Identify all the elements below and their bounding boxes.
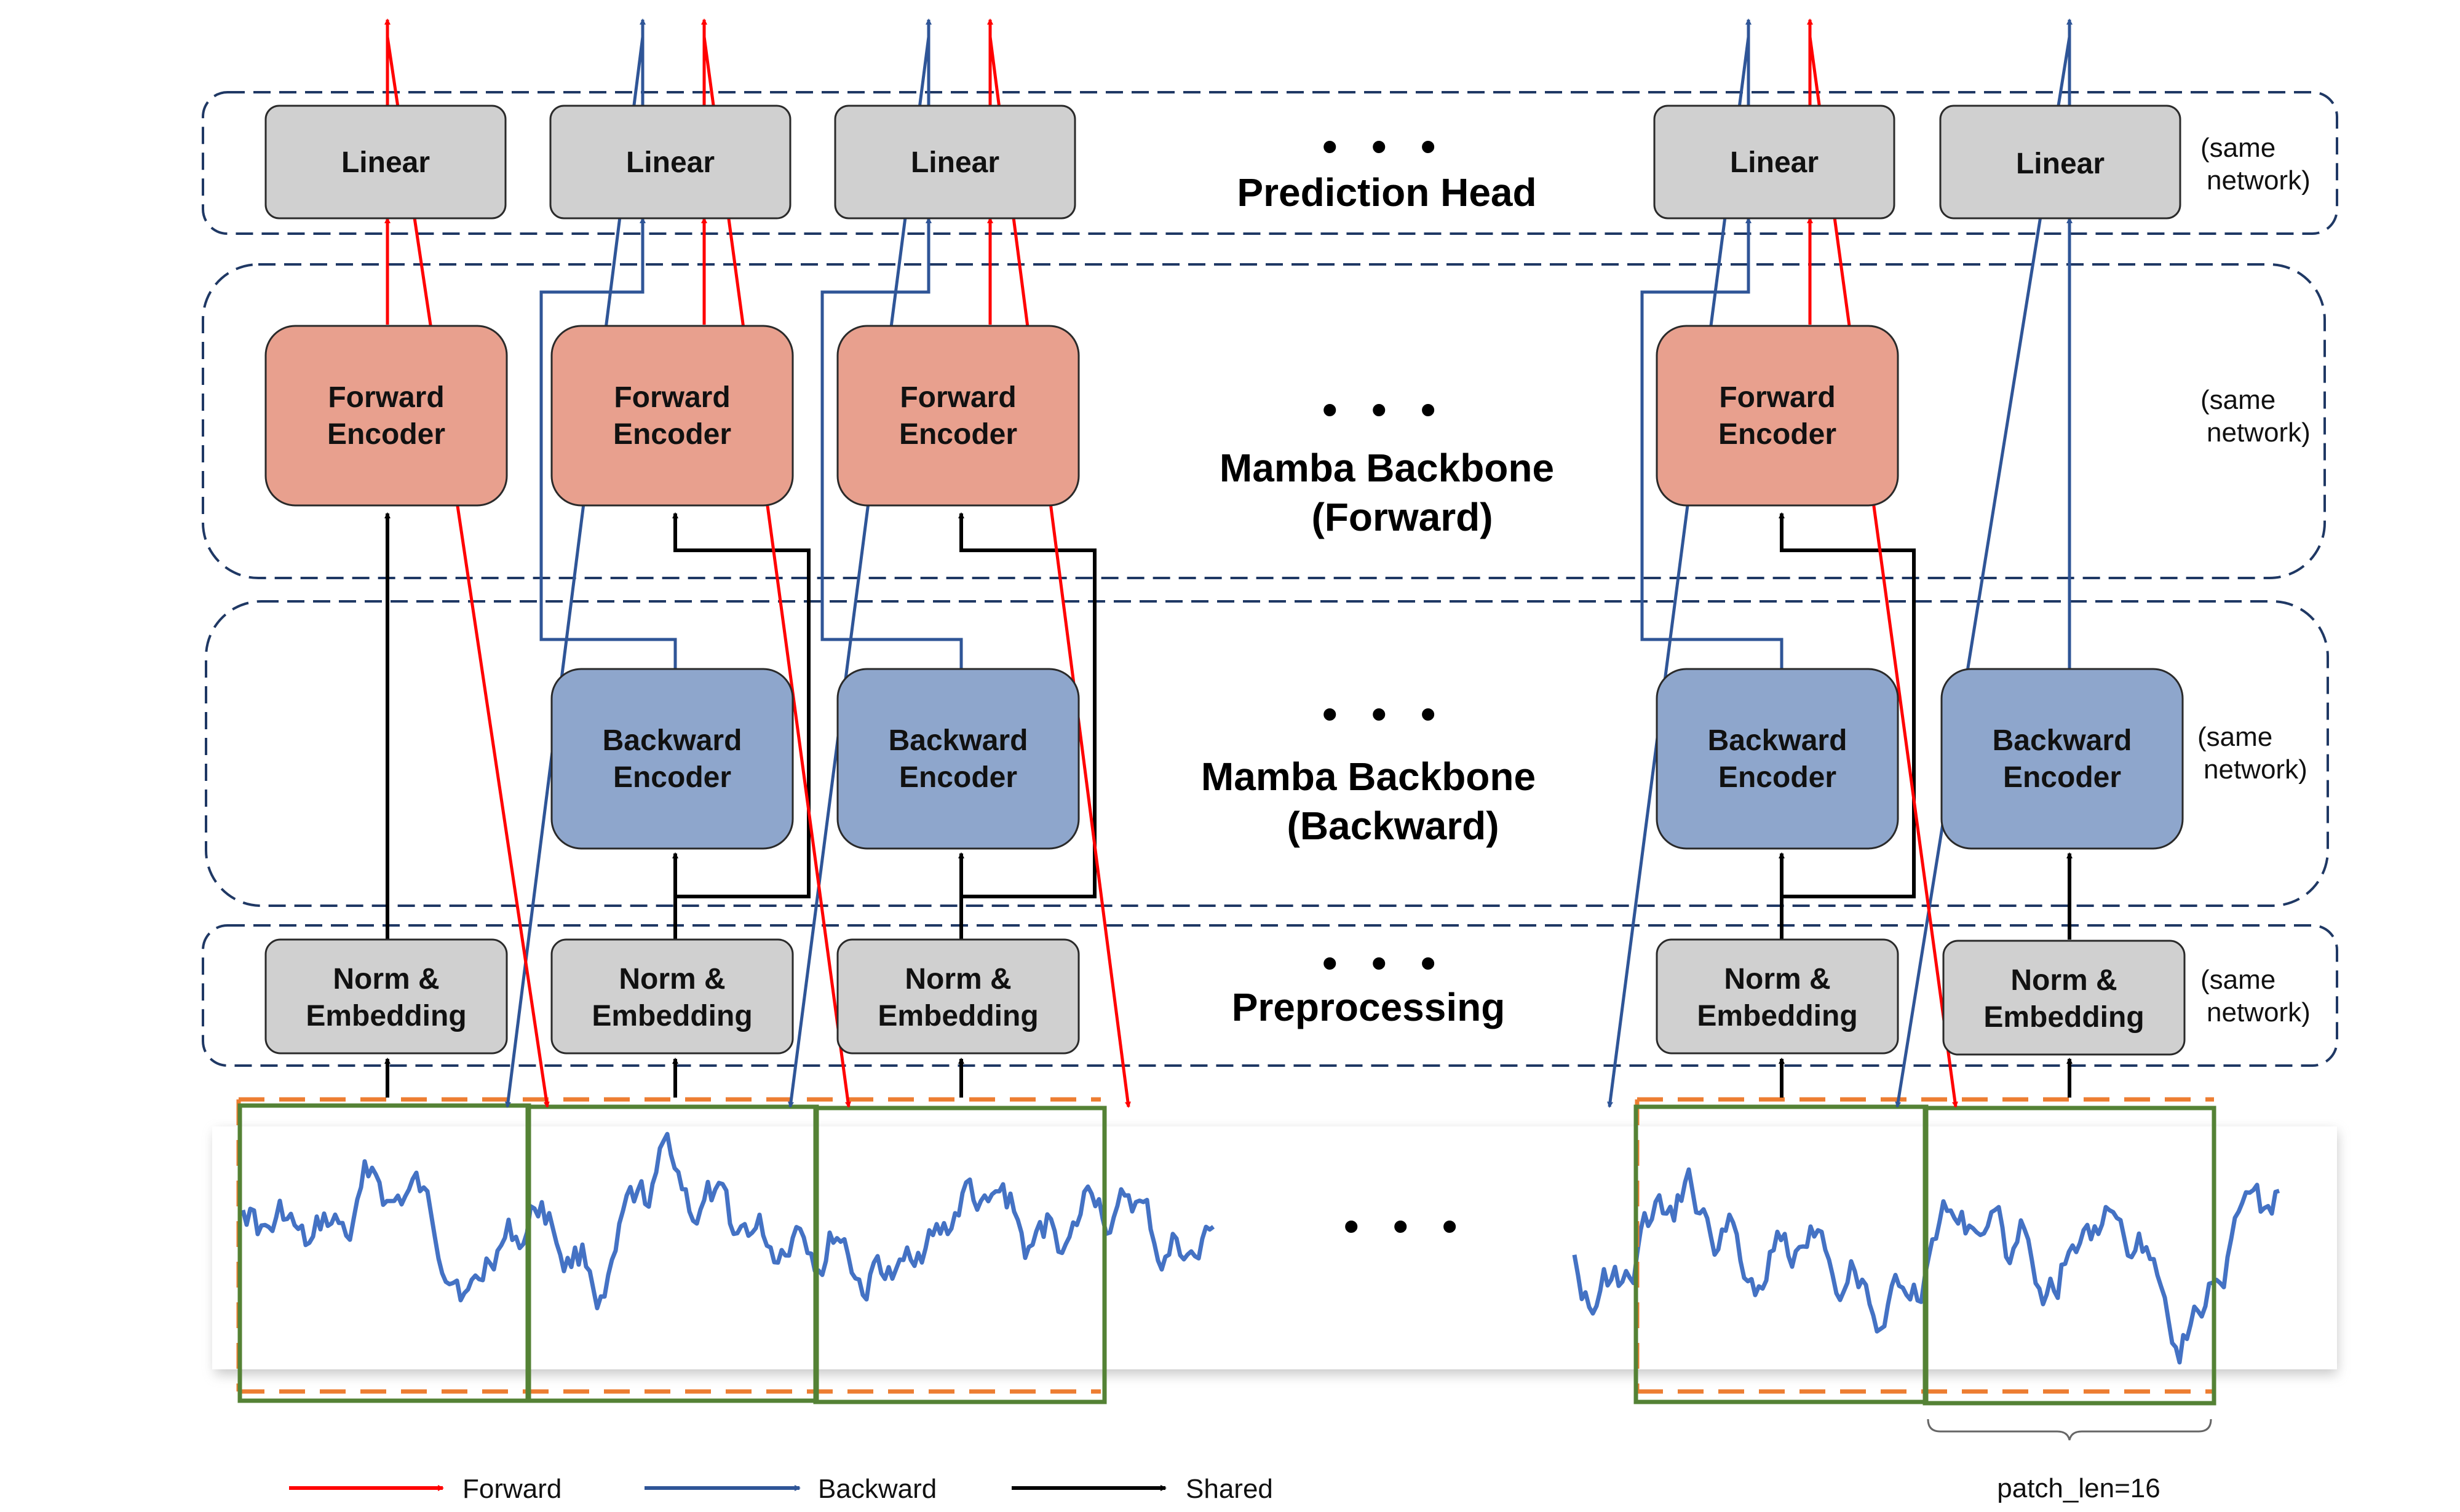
norm-embedding-label-5a: Norm & <box>2010 964 2117 997</box>
backbone-forward-label-2: (Forward) <box>1311 495 1493 539</box>
legend-shared-label: Shared <box>1186 1474 1273 1504</box>
linear-label-5: Linear <box>2016 148 2105 180</box>
series-panel <box>212 1126 2337 1369</box>
mamba-backward-section <box>205 600 2329 907</box>
prediction-head-section <box>202 91 2338 235</box>
backbone-backward-label-1: Mamba Backbone <box>1201 754 1536 799</box>
norm-embedding-blocks: Norm & Embedding Norm & Embedding Norm &… <box>264 938 2186 1056</box>
backward-encoder-3 <box>1656 668 1899 850</box>
same-network-note-backward-2: network) <box>2204 754 2307 785</box>
time-series-left <box>240 1131 1215 1310</box>
legend-forward-label: Forward <box>462 1474 561 1504</box>
backward-encoder-4 <box>1940 668 2184 850</box>
same-network-note-preprocessing-2: network) <box>2207 997 2311 1027</box>
mamba-forward-section <box>202 263 2326 579</box>
forward-encoder-4 <box>1656 325 1899 507</box>
backward-encoder-label-3a: Backward <box>1708 724 1847 757</box>
prediction-head-label: Prediction Head <box>1237 170 1536 215</box>
norm-embedding-4 <box>1656 938 1899 1055</box>
ellipsis-preprocessing: • • • <box>1322 939 1446 987</box>
norm-embedding-label-1a: Norm & <box>333 963 439 995</box>
patch-length-brace <box>1927 1419 2212 1441</box>
backward-encoder-1 <box>550 668 794 850</box>
backward-encoder-2 <box>836 668 1080 850</box>
same-network-note-backward-1: (same <box>2197 722 2272 752</box>
preprocessing-section <box>202 924 2338 1067</box>
backward-encoder-label-2b: Encoder <box>899 761 1017 794</box>
forward-encoder-1 <box>264 325 508 507</box>
norm-embedding-3 <box>836 938 1080 1055</box>
norm-embedding-label-3a: Norm & <box>905 963 1011 995</box>
norm-embedding-2 <box>550 938 794 1055</box>
linear-label-4: Linear <box>1730 146 1819 179</box>
linear-label-3: Linear <box>911 146 999 179</box>
backward-encoder-label-4b: Encoder <box>2003 761 2121 794</box>
backward-encoder-label-2a: Backward <box>889 724 1028 757</box>
forward-encoder-label-4b: Encoder <box>1718 418 1836 451</box>
patch-boxes <box>237 1103 2216 1406</box>
linear-block-4 <box>1653 105 1895 220</box>
same-network-note-forward-2: network) <box>2207 418 2311 448</box>
forward-encoder-2 <box>550 325 794 507</box>
norm-embedding-label-3b: Embedding <box>878 1000 1038 1032</box>
forward-encoder-label-2a: Forward <box>614 381 730 414</box>
linear-block-1 <box>264 105 507 220</box>
same-network-note-head-1: (same <box>2200 133 2276 163</box>
shared-arrows <box>384 512 2073 1098</box>
forward-encoder-blocks: Forward Encoder Forward Encoder Forward … <box>264 325 1899 507</box>
forward-encoder-label-4a: Forward <box>1719 381 1835 414</box>
norm-embedding-1 <box>264 938 508 1055</box>
norm-embedding-label-2a: Norm & <box>619 963 725 995</box>
norm-embedding-5 <box>1942 940 2186 1056</box>
same-network-note-head-2: network) <box>2207 165 2311 196</box>
linear-blocks: Linear Linear Linear Linear Linear <box>264 105 2181 220</box>
patch-box-3 <box>813 1106 1107 1404</box>
ellipsis-backward: • • • <box>1322 690 1446 738</box>
legend-backward-label: Backward <box>818 1474 937 1504</box>
linear-label-1: Linear <box>341 146 430 179</box>
norm-embedding-label-1b: Embedding <box>306 1000 466 1032</box>
patch-box-5 <box>1922 1106 2216 1406</box>
linear-block-5 <box>1939 105 2181 220</box>
linear-label-2: Linear <box>626 146 715 179</box>
forward-encoder-label-2b: Encoder <box>613 418 731 451</box>
backward-encoder-label-3b: Encoder <box>1718 761 1836 794</box>
ellipsis-head: • • • <box>1322 122 1446 170</box>
same-network-note-forward-1: (same <box>2200 385 2276 415</box>
norm-embedding-label-2b: Embedding <box>592 1000 752 1032</box>
linear-block-3 <box>834 105 1076 220</box>
legend: Forward Backward Shared <box>289 1474 1273 1504</box>
patch-length-label: patch_len=16 <box>1997 1473 2160 1503</box>
preprocessing-label: Preprocessing <box>1232 985 1506 1029</box>
backward-encoder-label-4a: Backward <box>1993 724 2132 757</box>
forward-encoder-3 <box>836 325 1080 507</box>
backward-encoder-label-1a: Backward <box>603 724 742 757</box>
forward-encoder-label-1a: Forward <box>328 381 444 414</box>
ellipsis-forward: • • • <box>1322 386 1446 433</box>
ellipsis-series: • • • <box>1344 1202 1468 1250</box>
backward-encoder-label-1b: Encoder <box>613 761 731 794</box>
forward-encoder-label-3a: Forward <box>900 381 1016 414</box>
same-network-note-preprocessing-1: (same <box>2200 965 2276 995</box>
backbone-backward-label-2: (Backward) <box>1287 804 1499 848</box>
forward-encoder-label-1b: Encoder <box>327 418 445 451</box>
norm-embedding-label-5b: Embedding <box>1983 1001 2144 1034</box>
backbone-forward-label-1: Mamba Backbone <box>1220 446 1554 490</box>
backward-encoder-blocks: Backward Encoder Backward Encoder Backwa… <box>550 668 2184 850</box>
norm-embedding-label-4b: Embedding <box>1697 1000 1857 1032</box>
linear-block-2 <box>549 105 792 220</box>
norm-embedding-label-4a: Norm & <box>1724 963 1830 995</box>
forward-encoder-label-3b: Encoder <box>899 418 1017 451</box>
